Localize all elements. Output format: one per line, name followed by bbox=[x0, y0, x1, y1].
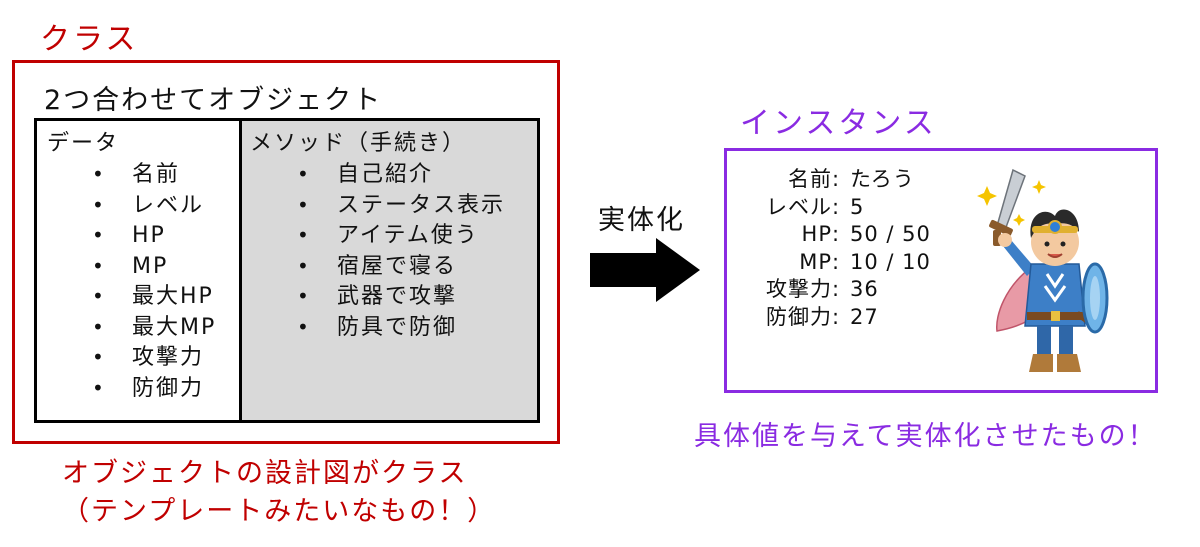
list-item: •名前 bbox=[92, 159, 216, 190]
list-item: •ステータス表示 bbox=[297, 190, 505, 221]
class-caption: オブジェクトの設計図がクラス （テンプレートみたいなもの！） bbox=[62, 455, 496, 531]
list-item: •最大HP bbox=[92, 281, 216, 312]
stat-value: 5 bbox=[850, 194, 865, 219]
stat-value: 50 / 50 bbox=[850, 222, 931, 246]
bullet-icon: • bbox=[297, 162, 311, 186]
list-item: •攻撃力 bbox=[92, 342, 216, 373]
list-item: •宿屋で寝る bbox=[297, 251, 505, 282]
bullet-icon: • bbox=[297, 253, 311, 278]
bullet-icon: • bbox=[92, 284, 106, 308]
bullet-icon: • bbox=[92, 223, 106, 247]
method-column: メソッド（手続き） •自己紹介 •ステータス表示 •アイテム使う •宿屋で寝る … bbox=[242, 121, 537, 420]
list-item: •防具で防御 bbox=[297, 312, 505, 343]
arrow-label: 実体化 bbox=[598, 205, 685, 236]
class-frame bbox=[12, 60, 560, 444]
stat-colon: : bbox=[832, 167, 840, 191]
stat-label: 名前 bbox=[788, 167, 832, 191]
class-caption-line2: （テンプレートみたいなもの！） bbox=[62, 496, 497, 527]
combine-label: 2つ合わせてオブジェクト bbox=[44, 85, 383, 116]
bullet-icon: • bbox=[92, 162, 106, 186]
stat-colon: : bbox=[832, 277, 840, 301]
bullet-icon: • bbox=[297, 314, 311, 339]
stat-row-hp: HP:50 / 50 bbox=[748, 221, 931, 249]
bullet-icon: • bbox=[92, 253, 106, 278]
instance-heading: インスタンス bbox=[740, 106, 937, 141]
list-item: •武器で攻撃 bbox=[297, 281, 505, 312]
stat-label: 攻撃力 bbox=[766, 277, 832, 301]
stat-row-defense: 防御力:27 bbox=[748, 304, 931, 332]
bullet-icon: • bbox=[297, 192, 311, 217]
method-column-title: メソッド（手続き） bbox=[250, 131, 467, 156]
right-arrow-icon bbox=[590, 238, 700, 302]
instance-stats: 名前:たろう レベル:5 HP:50 / 50 MP:10 / 10 攻撃力:3… bbox=[748, 166, 931, 331]
bullet-icon: • bbox=[92, 314, 106, 339]
stat-value: 10 / 10 bbox=[850, 249, 931, 274]
stat-row-level: レベル:5 bbox=[748, 194, 931, 222]
bullet-icon: • bbox=[297, 284, 311, 308]
bullet-icon: • bbox=[297, 223, 311, 247]
stat-colon: : bbox=[832, 304, 840, 329]
list-item: •HP bbox=[92, 220, 216, 251]
hero-character-icon bbox=[977, 168, 1109, 372]
method-list: •自己紹介 •ステータス表示 •アイテム使う •宿屋で寝る •武器で攻撃 •防具… bbox=[297, 159, 505, 342]
stat-label: HP bbox=[801, 222, 832, 246]
class-members-box: データ •名前 •レベル •HP •MP •最大HP •最大MP •攻撃力 •防… bbox=[34, 118, 540, 423]
list-item: •MP bbox=[92, 251, 216, 282]
data-column-title: データ bbox=[47, 131, 120, 156]
bullet-icon: • bbox=[92, 375, 106, 400]
stat-value: たろう bbox=[850, 167, 915, 191]
bullet-icon: • bbox=[92, 192, 106, 217]
list-item: •アイテム使う bbox=[297, 220, 505, 251]
stat-row-mp: MP:10 / 10 bbox=[748, 249, 931, 277]
stat-row-attack: 攻撃力:36 bbox=[748, 276, 931, 304]
stat-label: 防御力 bbox=[766, 304, 832, 329]
instance-frame bbox=[724, 148, 1158, 393]
stat-colon: : bbox=[832, 222, 840, 246]
stat-label: MP bbox=[799, 249, 832, 274]
class-heading: クラス bbox=[40, 22, 139, 57]
stat-label: レベル bbox=[766, 194, 832, 219]
list-item: •防御力 bbox=[92, 373, 216, 404]
instance-caption: 具体値を与えて実体化させたもの！ bbox=[694, 421, 1157, 452]
stat-value: 36 bbox=[850, 277, 879, 301]
class-caption-line1: オブジェクトの設計図がクラス bbox=[62, 458, 468, 489]
stat-colon: : bbox=[832, 249, 840, 274]
data-column: データ •名前 •レベル •HP •MP •最大HP •最大MP •攻撃力 •防… bbox=[37, 121, 242, 420]
stat-row-name: 名前: たろう bbox=[748, 166, 931, 194]
bullet-icon: • bbox=[92, 345, 106, 369]
list-item: •自己紹介 bbox=[297, 159, 505, 190]
list-item: •レベル bbox=[92, 190, 216, 221]
data-list: •名前 •レベル •HP •MP •最大HP •最大MP •攻撃力 •防御力 bbox=[92, 159, 216, 403]
stat-value: 27 bbox=[850, 304, 879, 329]
stat-colon: : bbox=[832, 194, 840, 219]
list-item: •最大MP bbox=[92, 312, 216, 343]
